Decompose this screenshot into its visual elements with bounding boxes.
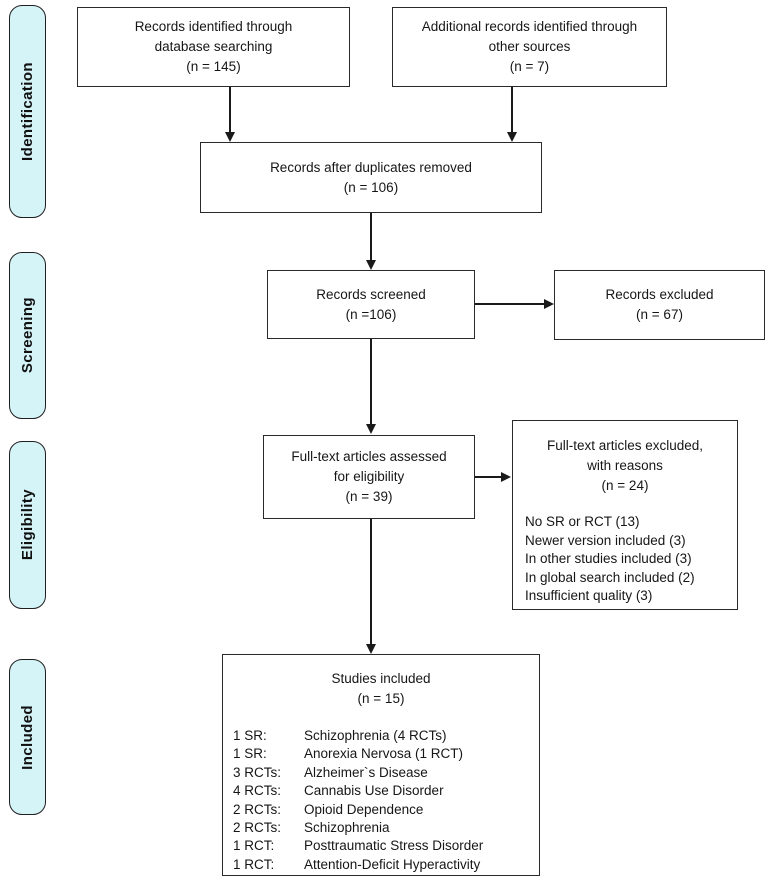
box-records-screened: Records screened (n =106) (267, 270, 475, 339)
study-condition: Cannabis Use Disorder (304, 783, 444, 799)
included-study-row: 2 RCTs: Schizophrenia (233, 819, 539, 837)
stage-eligibility-label: Eligibility (19, 489, 36, 561)
included-study-row: 3 RCTs: Alzheimer`s Disease (233, 764, 539, 782)
box-records-excluded: Records excluded (n = 67) (554, 270, 765, 340)
box-fulltext-assessed: Full-text articles assessed for eligibil… (263, 435, 475, 519)
arrow-right-icon (501, 471, 511, 482)
arrow-screened-to-fulltext-line (370, 339, 372, 424)
arrow-additional-to-duplicates-line (511, 87, 513, 132)
box-records-screened-text: Records screened (n =106) (316, 286, 426, 322)
arrow-fulltext-to-included-line (370, 519, 372, 644)
box-records-identified-text: Records identified through database sear… (134, 19, 293, 74)
study-condition: Schizophrenia (304, 820, 390, 836)
arrow-down-icon (365, 644, 376, 654)
arrow-fulltext-to-excluded-line (475, 476, 501, 478)
included-study-row: 1 SR: Schizophrenia (4 RCTs) (233, 727, 539, 745)
arrow-identified-to-duplicates-line (229, 87, 231, 132)
box-records-excluded-text: Records excluded (n = 67) (605, 287, 714, 322)
stage-included: Included (9, 659, 46, 815)
included-study-row: 4 RCTs: Cannabis Use Disorder (233, 782, 539, 800)
box-fulltext-excluded: Full-text articles excluded, with reason… (512, 420, 738, 610)
studies-included-list: 1 SR: Schizophrenia (4 RCTs) 1 SR: Anore… (223, 727, 539, 874)
stage-screening-label: Screening (19, 297, 36, 374)
study-count: 1 SR: (233, 728, 267, 743)
exclusion-reason: In global search included (2) (525, 569, 695, 585)
fulltext-excluded-reasons: No SR or RCT (13) Newer version included… (513, 513, 737, 606)
box-fulltext-excluded-header: Full-text articles excluded, with reason… (546, 438, 704, 493)
arrow-screened-to-excluded-line (475, 303, 544, 305)
study-condition: Opioid Dependence (304, 801, 424, 817)
arrow-right-icon (544, 298, 554, 309)
stage-identification: Identification (9, 5, 46, 218)
study-condition: Posttraumatic Stress Disorder (304, 838, 484, 854)
exclusion-reason: Newer version included (3) (525, 532, 686, 548)
stage-identification-label: Identification (19, 62, 36, 161)
arrow-down-icon (365, 424, 376, 434)
box-records-identified: Records identified through database sear… (77, 7, 350, 87)
included-study-row: 1 SR: Anorexia Nervosa (1 RCT) (233, 745, 539, 763)
arrow-down-icon (506, 132, 517, 142)
study-count: 1 RCT: (233, 856, 275, 872)
study-count: 3 RCTs: (233, 764, 282, 780)
study-condition: Alzheimer`s Disease (304, 764, 428, 780)
box-fulltext-assessed-text: Full-text articles assessed for eligibil… (291, 449, 447, 504)
arrow-down-icon (224, 132, 235, 142)
study-count: 2 RCTs: (233, 801, 282, 817)
study-count: 4 RCTs: (233, 783, 282, 799)
included-study-row: 2 RCTs: Opioid Dependence (233, 801, 539, 819)
box-additional-records: Additional records identified through ot… (392, 7, 667, 87)
box-additional-records-text: Additional records identified through ot… (421, 19, 638, 74)
included-study-row: 1 RCT: Posttraumatic Stress Disorder (233, 837, 539, 855)
study-count: 1 RCT: (233, 838, 275, 854)
stage-included-label: Included (19, 704, 36, 770)
included-study-row: 1 RCT: Attention-Deficit Hyperactivity (233, 856, 539, 874)
study-count: 1 SR: (233, 746, 267, 762)
study-condition: Schizophrenia (4 RCTs) (304, 728, 447, 743)
study-condition: Anorexia Nervosa (1 RCT) (304, 746, 464, 762)
stage-eligibility: Eligibility (9, 441, 46, 609)
exclusion-reason: No SR or RCT (13) (525, 514, 640, 529)
box-duplicates-removed: Records after duplicates removed (n = 10… (200, 142, 542, 213)
arrow-down-icon (365, 260, 376, 270)
box-studies-included-header: Studies included (n = 15) (331, 671, 431, 706)
arrow-duplicates-to-screened-line (370, 213, 372, 260)
exclusion-reason: Insufficient quality (3) (525, 588, 653, 603)
exclusion-reason: In other studies included (3) (525, 551, 692, 566)
study-count: 2 RCTs: (233, 820, 282, 836)
box-duplicates-removed-text: Records after duplicates removed (n = 10… (270, 159, 472, 195)
study-condition: Attention-Deficit Hyperactivity (304, 856, 481, 872)
box-studies-included: Studies included (n = 15) 1 SR: Schizoph… (222, 654, 540, 876)
stage-screening: Screening (9, 252, 46, 419)
